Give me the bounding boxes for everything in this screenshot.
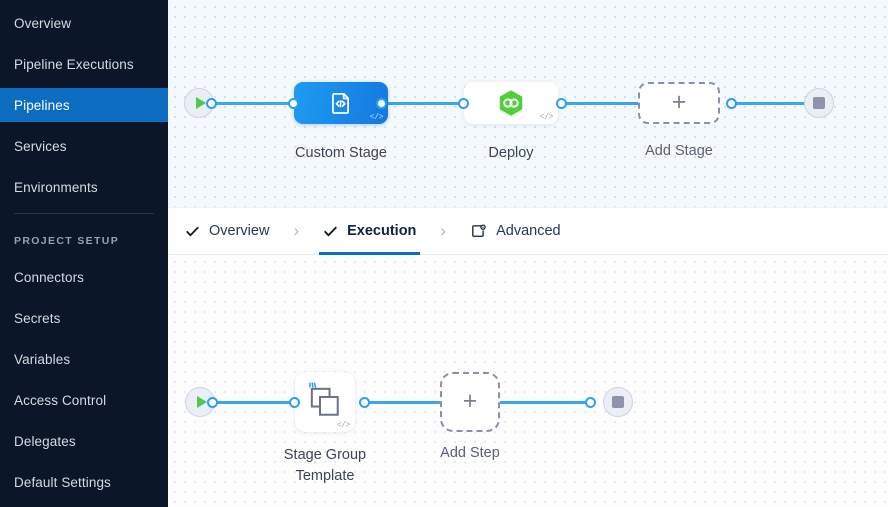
tab-separator-2: › <box>440 221 447 240</box>
stage-node-custom-stage[interactable]: </> <box>294 82 388 124</box>
tab-label: Advanced <box>496 223 561 239</box>
execution-end-node[interactable] <box>603 387 633 417</box>
execution-start-node[interactable] <box>185 387 215 417</box>
sidebar-item-secrets[interactable]: Secrets <box>0 301 168 335</box>
sidebar-item-label: Overview <box>14 15 72 31</box>
stage-node-label-custom-stage: Custom Stage <box>295 145 387 161</box>
sidebar-item-environments[interactable]: Environments <box>0 170 168 204</box>
sidebar-item-label: Pipeline Executions <box>14 56 134 72</box>
custom-stage-code-icon <box>332 93 349 114</box>
sidebar-item-label: Access Control <box>14 392 107 408</box>
step-node-label-stage-group-template: Stage Group Template <box>283 447 367 484</box>
sidebar-item-variables[interactable]: Variables <box>0 342 168 376</box>
sidebar-item-pipelines[interactable]: Pipelines <box>0 88 168 122</box>
step-node-stage-group-template[interactable]: </> <box>295 372 355 432</box>
sidebar-item-label: Connectors <box>14 269 85 285</box>
sidebar-item-label: Secrets <box>14 310 61 326</box>
tab-overview[interactable]: Overview <box>181 208 273 255</box>
stage-config-tabs: Overview › Execution › Advanced <box>168 207 888 255</box>
execution-step-canvas[interactable]: </> Stage Group Template + Add Step <box>168 255 888 507</box>
sidebar-item-label: Default Settings <box>14 474 111 490</box>
tab-label: Overview <box>209 223 270 239</box>
connector-start-to-template <box>209 401 309 404</box>
play-icon <box>196 396 207 408</box>
port-end-in[interactable] <box>726 98 737 109</box>
main-content: </> Custom Stage </> <box>168 0 888 507</box>
tab-advanced[interactable]: Advanced <box>466 208 565 255</box>
stop-icon <box>813 97 825 109</box>
add-step-label: Add Step <box>440 445 500 461</box>
port-exec-start-out[interactable] <box>207 397 218 408</box>
deploy-hexagon-icon <box>496 88 526 118</box>
sidebar-divider <box>14 213 154 214</box>
port-start-out[interactable] <box>206 98 217 109</box>
port-deploy-in[interactable] <box>458 98 469 109</box>
sidebar-item-label: Pipelines <box>14 97 70 113</box>
add-step-button[interactable]: + <box>440 372 500 432</box>
connector-add-step-to-end <box>490 401 588 404</box>
code-badge: </> <box>336 421 351 430</box>
port-template-in[interactable] <box>289 397 300 408</box>
play-icon <box>195 97 206 109</box>
connector-deploy-to-add-stage <box>560 102 650 105</box>
stage-group-template-icon <box>309 382 339 416</box>
connector-custom-stage-to-deploy <box>380 102 470 105</box>
add-stage-button[interactable]: + <box>638 82 720 124</box>
code-badge: </> <box>369 113 384 122</box>
stop-icon <box>612 396 624 408</box>
stage-node-label-deploy: Deploy <box>488 145 534 161</box>
add-stage-label: Add Stage <box>645 143 713 159</box>
connector-start-to-custom-stage <box>208 102 306 105</box>
plus-icon: + <box>671 87 687 116</box>
sidebar-item-label: Delegates <box>14 433 76 449</box>
sidebar-item-services[interactable]: Services <box>0 129 168 163</box>
port-template-out[interactable] <box>359 397 370 408</box>
sidebar-item-access-control[interactable]: Access Control <box>0 383 168 417</box>
stage-canvas[interactable]: </> Custom Stage </> <box>168 0 888 207</box>
sidebar-item-overview[interactable]: Overview <box>0 6 168 40</box>
advanced-settings-icon <box>472 223 486 237</box>
pipeline-end-node[interactable] <box>804 88 834 118</box>
sidebar-item-label: Services <box>14 138 67 154</box>
sidebar-item-pipeline-executions[interactable]: Pipeline Executions <box>0 47 168 81</box>
port-custom-stage-out[interactable] <box>376 98 387 109</box>
tab-execution[interactable]: Execution <box>319 208 421 255</box>
port-custom-stage-in[interactable] <box>288 98 299 109</box>
stage-node-deploy[interactable]: </> <box>464 82 558 124</box>
tab-separator-1: › <box>293 221 300 240</box>
sidebar-item-connectors[interactable]: Connectors <box>0 260 168 294</box>
check-icon <box>186 226 199 236</box>
port-deploy-out[interactable] <box>556 98 567 109</box>
plus-icon: + <box>462 386 478 415</box>
sidebar-item-delegates[interactable]: Delegates <box>0 424 168 458</box>
sidebar-item-label: Variables <box>14 351 71 367</box>
connector-template-to-add-step <box>363 401 441 404</box>
sidebar-section-project-setup: PROJECT SETUP <box>14 235 120 247</box>
check-icon <box>324 226 337 236</box>
tab-label: Execution <box>347 223 417 239</box>
code-badge: </> <box>539 113 554 122</box>
sidebar: Overview Pipeline Executions Pipelines S… <box>0 0 168 507</box>
connector-add-stage-to-end <box>730 102 820 105</box>
sidebar-item-default-settings[interactable]: Default Settings <box>0 465 168 499</box>
port-exec-end-in[interactable] <box>585 397 596 408</box>
sidebar-item-label: Environments <box>14 179 98 195</box>
